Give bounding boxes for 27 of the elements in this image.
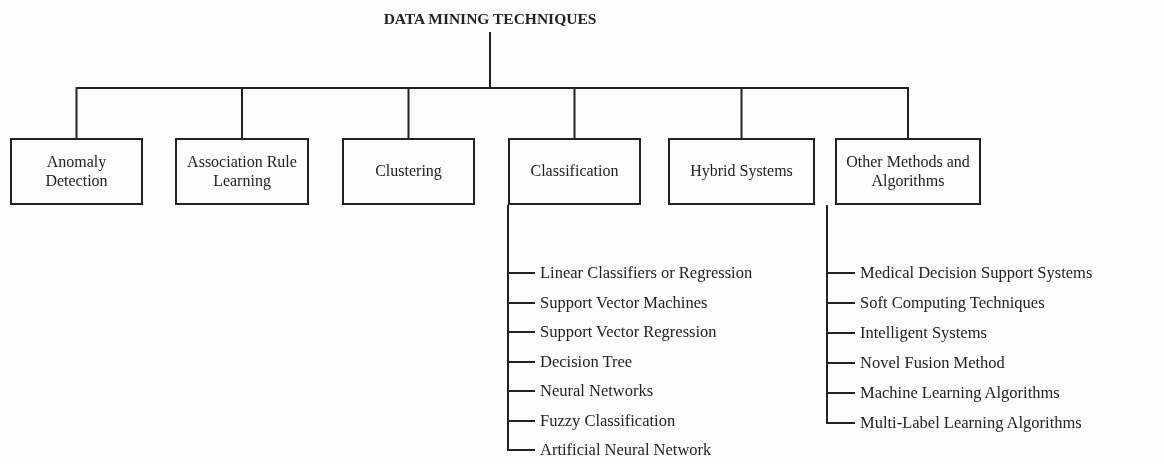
category-label: Hybrid Systems [690,162,793,181]
category-label: Association Rule Learning [186,153,298,190]
technique-label: Novel Fusion Method [860,353,1005,373]
root-label: DATA MINING TECHNIQUES [383,10,597,28]
category-label: Classification [530,162,619,181]
technique-label: Fuzzy Classification [540,410,676,431]
category-box [668,138,815,205]
technique-label: Neural Networks [540,381,654,401]
technique-label: Decision Tree [540,351,633,372]
category-label: Other Methods and Algorithms [845,153,971,190]
technique-label: Support Vector Regression [540,322,717,342]
technique-label: Machine Learning Algorithms [860,383,1060,403]
category-box [835,138,981,205]
technique-label: Artificial Neural Network [540,440,712,460]
category-box [508,138,641,205]
technique-label: Support Vector Machines [540,292,708,313]
technique-label: Linear Classifiers or Regression [540,263,753,283]
category-box [342,138,475,205]
category-box [175,138,309,205]
technique-label: Intelligent Systems [860,323,987,343]
technique-label: Soft Computing Techniques [860,293,1045,313]
category-box [10,138,143,205]
category-label: Clustering [375,162,442,181]
connector-line [489,31,909,139]
technique-label: Medical Decision Support Systems [860,263,1093,283]
technique-label: Multi-Label Learning Algorithms [860,413,1082,433]
category-label: Anomaly Detection [44,153,109,190]
